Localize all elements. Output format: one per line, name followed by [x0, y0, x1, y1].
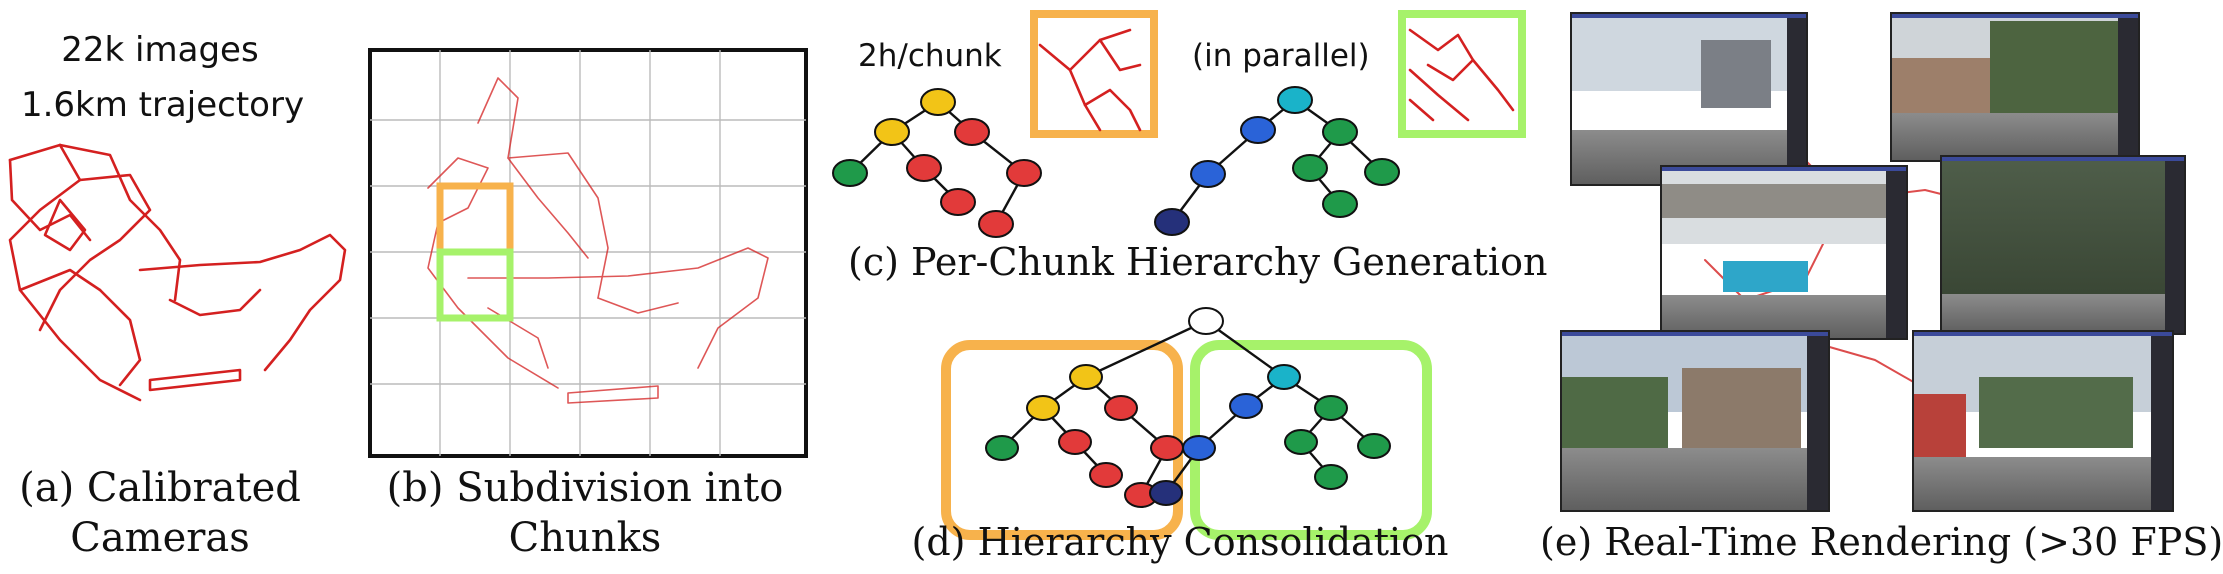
chunk-zoom-green [1398, 10, 1526, 138]
caption-a-line2: Cameras [70, 515, 250, 561]
caption-c: (c) Per-Chunk Hierarchy Generation [848, 240, 1548, 284]
calibrated-camera-trajectory [8, 143, 347, 402]
caption-a-line1: (a) Calibrated [19, 465, 301, 511]
caption-e: (e) Real-Time Rendering (>30 FPS) [1540, 520, 2223, 564]
render-view-4 [1940, 155, 2186, 335]
chunk-zoom-orange [1030, 10, 1158, 138]
chunk-grid [368, 48, 808, 458]
render-view-5 [1560, 330, 1830, 512]
caption-b-line1: (b) Subdivision into [386, 465, 784, 511]
render-view-3 [1660, 165, 1908, 340]
stat-images: 22k images [61, 30, 259, 70]
hierarchy-tree-orange [832, 88, 1042, 238]
render-view-2 [1890, 12, 2140, 162]
render-view-6 [1912, 330, 2174, 512]
stat-trajectory: 1.6km trajectory [20, 85, 305, 125]
caption-b-line2: Chunks [508, 515, 662, 561]
caption-d: (d) Hierarchy Consolidation [911, 520, 1449, 564]
time-per-chunk-label: 2h/chunk [858, 38, 1002, 74]
hierarchy-tree-green [1154, 86, 1400, 236]
consolidated-hierarchy [941, 307, 1432, 540]
chunk-green [436, 248, 514, 322]
render-view-1 [1570, 12, 1808, 186]
in-parallel-label: (in parallel) [1192, 38, 1370, 74]
